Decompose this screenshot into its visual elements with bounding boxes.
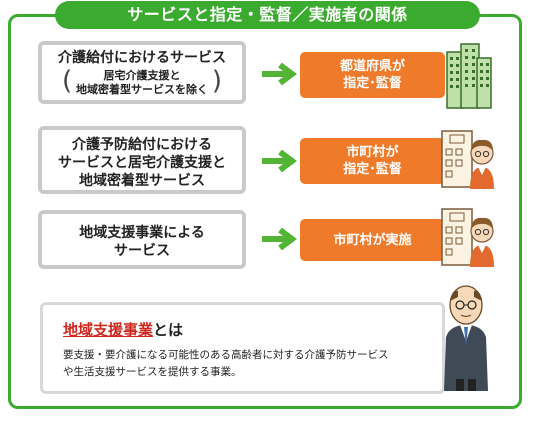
org-box-prefecture: 都道府県が 指定･監督	[300, 52, 445, 98]
definition-line: 要支援・要介護になる可能性のある高齢者に対する介護予防サービス	[63, 349, 389, 361]
arrow-right-icon	[262, 150, 297, 172]
service-box-community-support: 地域支援事業による サービス	[38, 210, 246, 269]
arrow-right-icon	[262, 228, 297, 250]
definition-text: 要支援・要介護になる可能性のある高齢者に対する介護予防サービス や生活支援サービ…	[63, 347, 448, 381]
definition-term: 地域支援事業	[63, 321, 154, 339]
left-paren: (	[62, 66, 73, 96]
definition-title-suffix: とは	[153, 321, 184, 339]
arrow-right-icon	[262, 63, 297, 85]
businessman-icon	[444, 285, 488, 391]
service-label: 地域密着型サービス	[79, 173, 205, 189]
org-box-municipality-designate: 市町村が 指定･監督	[300, 138, 445, 184]
exclusion-line: 地域密着型サービスを除く	[76, 83, 208, 96]
org-label: 都道府県が	[339, 59, 405, 74]
org-label: 市町村が	[346, 145, 399, 160]
service-label: サービス	[114, 243, 170, 259]
exclusion-note: ( 居宅介護支援と 地域密着型サービスを除く )	[62, 66, 222, 97]
definition-line: や生活支援サービスを提供する事業。	[63, 366, 242, 378]
definition-box: 地域支援事業とは 要支援・要介護になる可能性のある高齢者に対する介護予防サービス…	[40, 302, 445, 394]
city-hall-official-icon	[441, 208, 494, 267]
diagram-title: サービスと指定・監督／実施者の関係	[55, 1, 480, 29]
service-box-care-benefits: 介護給付におけるサービス ( 居宅介護支援と 地域密着型サービスを除く )	[38, 41, 246, 104]
exclusion-line: 居宅介護支援と	[103, 69, 181, 82]
service-label: 介護給付におけるサービス	[58, 50, 226, 66]
office-buildings-icon	[446, 43, 492, 109]
org-label: 指定･監督	[343, 76, 402, 91]
org-box-municipality-implement: 市町村が実施	[300, 219, 445, 261]
service-label: 地域支援事業による	[79, 225, 205, 241]
definition-title: 地域支援事業とは	[63, 319, 183, 340]
city-hall-official-icon	[441, 130, 494, 189]
service-box-prevention-benefits: 介護予防給付における サービスと居宅介護支援と 地域密着型サービス	[38, 126, 246, 194]
org-label: 指定･監督	[343, 162, 402, 177]
service-label: 介護予防給付における	[72, 137, 212, 153]
right-paren: )	[211, 66, 222, 96]
service-label: サービスと居宅介護支援と	[58, 155, 226, 171]
org-label: 市町村が実施	[333, 232, 412, 248]
